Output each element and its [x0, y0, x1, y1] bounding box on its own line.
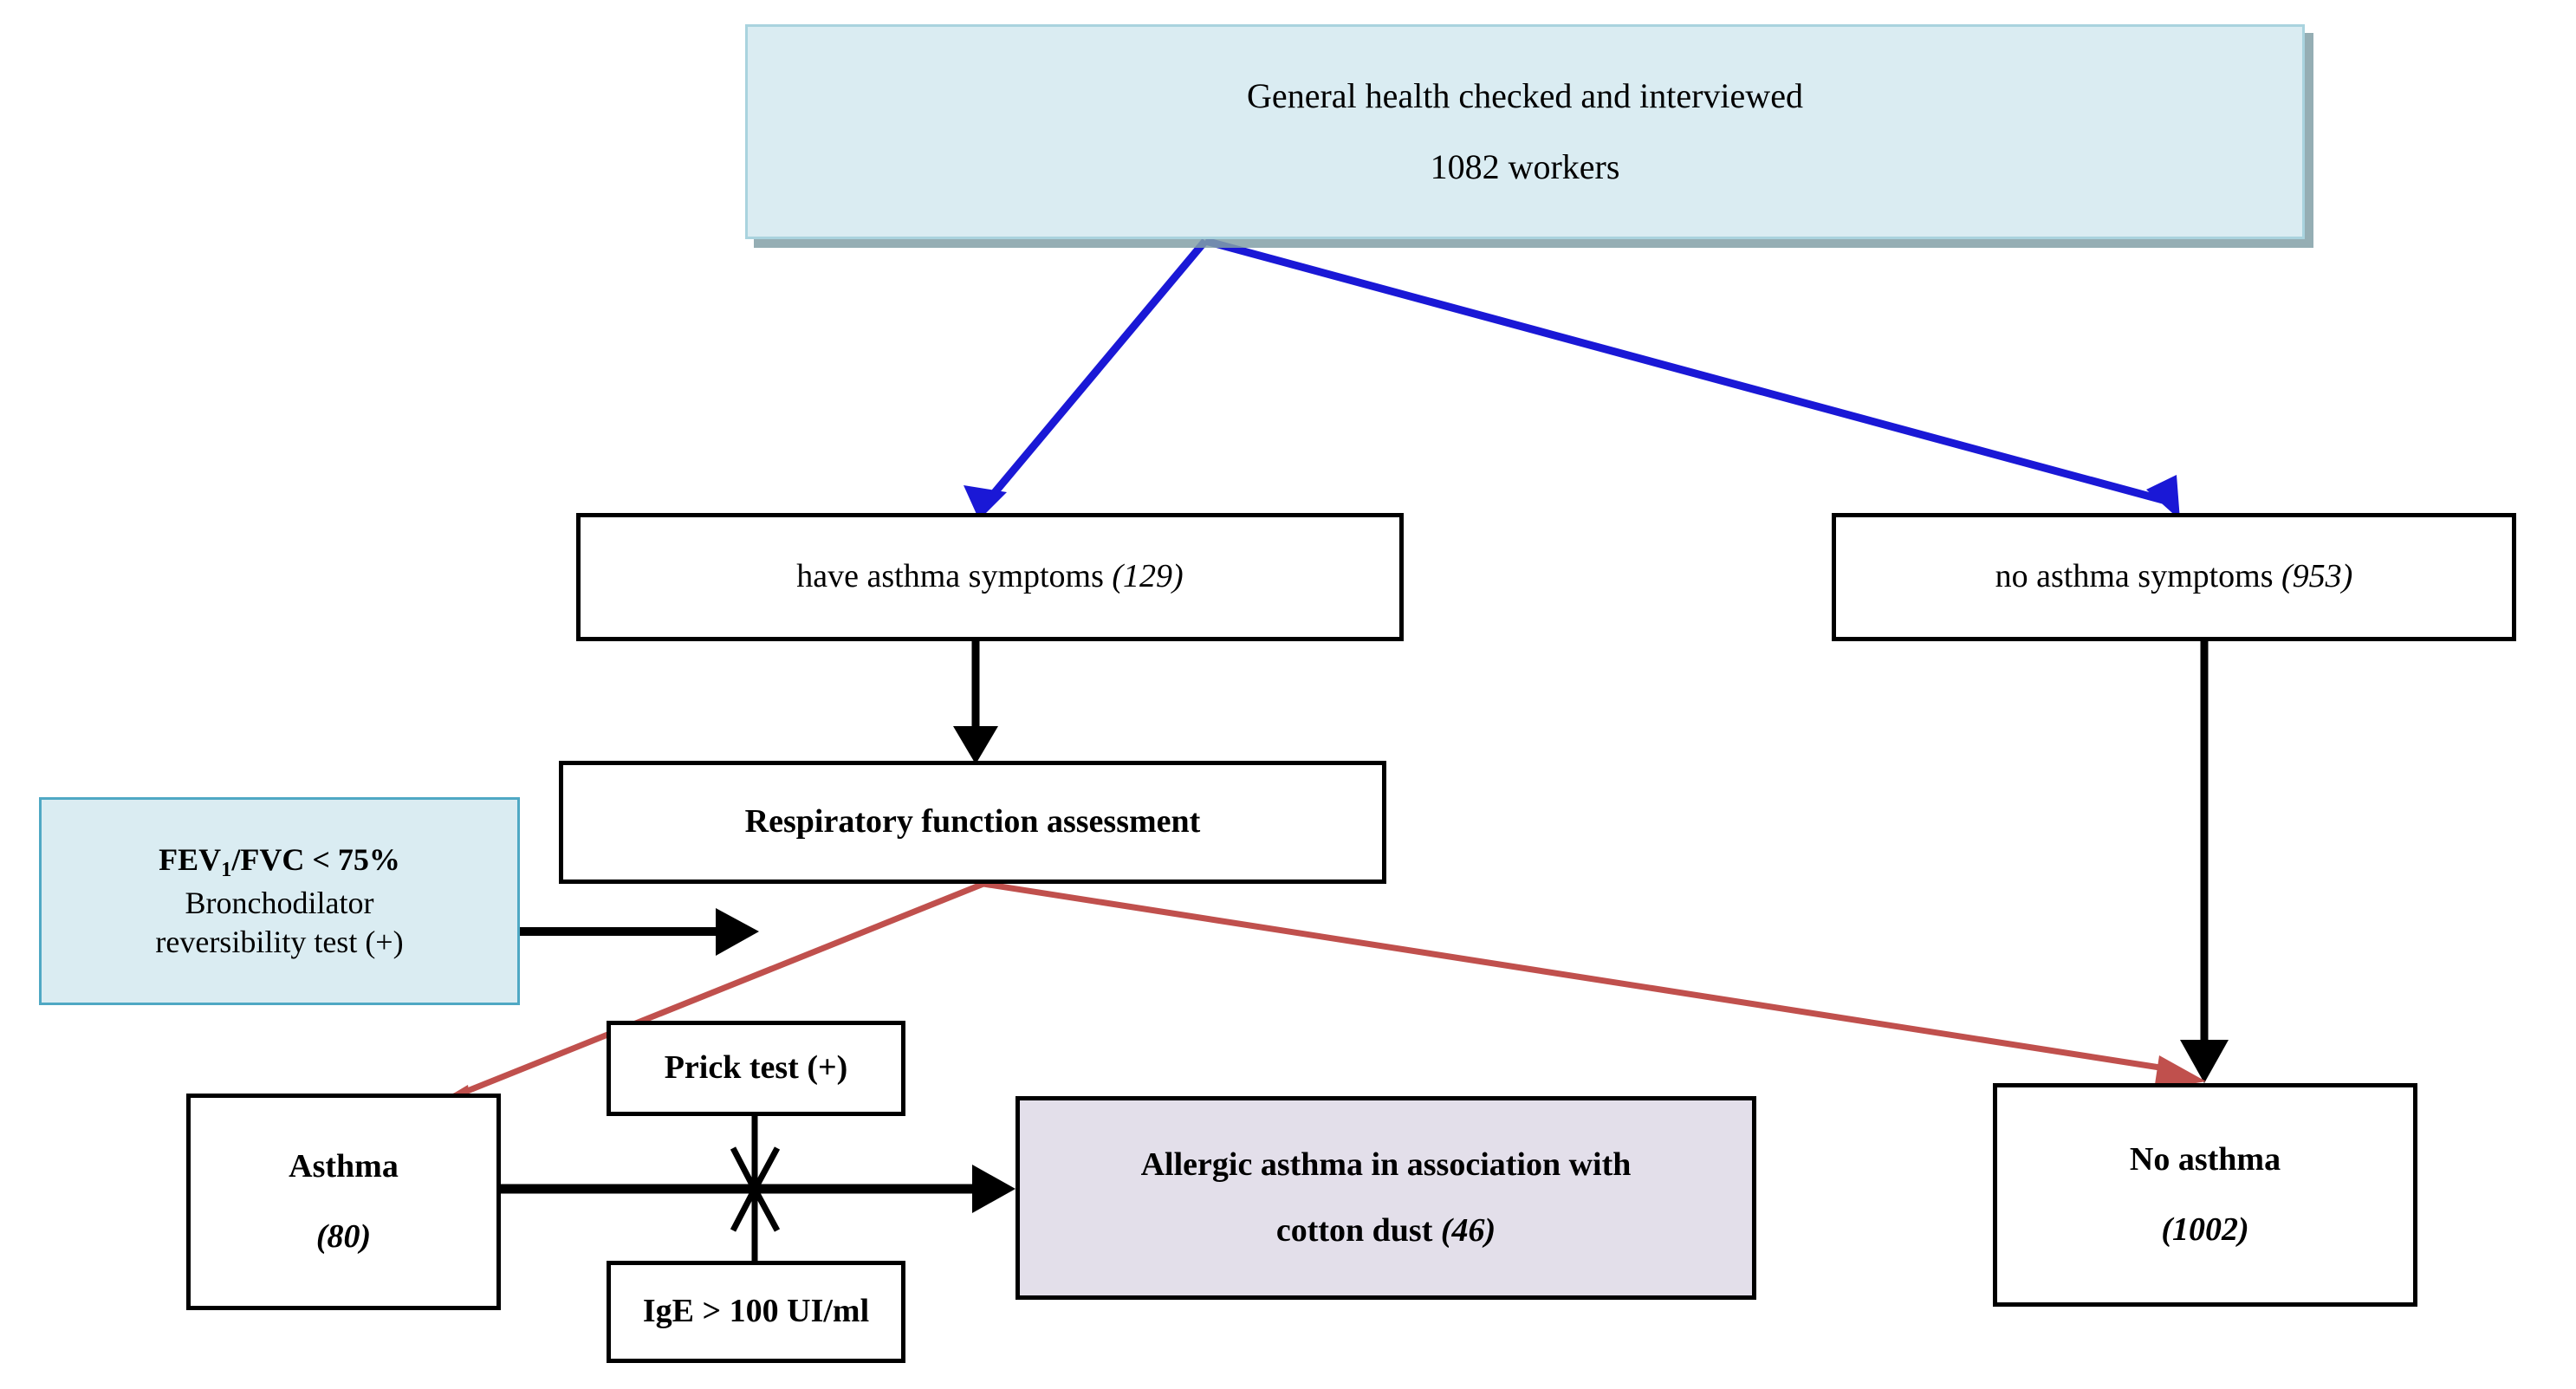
prick-test-label: Prick test (+) — [664, 1049, 848, 1087]
no-asthma-symptoms-count: (953) — [2281, 558, 2353, 595]
allergic-asthma-line-1: Allergic asthma in association with — [1140, 1146, 1632, 1183]
no-asthma-count: (1002) — [2161, 1211, 2249, 1248]
node-have-asthma-symptoms: have asthma symptoms (129) — [576, 513, 1404, 641]
respiratory-function-assessment-label: Respiratory function assessment — [744, 803, 1201, 841]
edge-no-symptoms-to-no-asthma — [2180, 641, 2229, 1083]
banner-line-2: 1082 workers — [1430, 147, 1620, 186]
no-asthma-symptoms-label: no asthma symptoms — [1995, 558, 2274, 595]
node-asthma: Asthma (80) — [186, 1094, 501, 1310]
edge-criteria-to-respiratory-path — [520, 908, 759, 956]
no-asthma-symptoms-text: no asthma symptoms (953) — [1995, 556, 2353, 598]
edge-prick-test-to-junction — [730, 1115, 781, 1197]
edge-banner-to-have-symptoms — [964, 238, 1209, 520]
criteria-line-3: reversibility test (+) — [155, 924, 404, 959]
criteria-line-2: Bronchodilator — [185, 885, 374, 920]
allergic-asthma-count: (46) — [1440, 1211, 1496, 1249]
node-no-asthma-symptoms: no asthma symptoms (953) — [1832, 513, 2516, 641]
node-respiratory-function-assessment: Respiratory function assessment — [559, 761, 1386, 884]
have-asthma-symptoms-text: have asthma symptoms (129) — [796, 556, 1183, 598]
have-asthma-symptoms-label: have asthma symptoms — [796, 558, 1104, 595]
criteria-fev-suffix: /FVC < 75% — [231, 842, 400, 878]
asthma-count: (80) — [315, 1218, 372, 1255]
node-criteria-callout: FEV1/FVC < 75% Bronchodilator reversibil… — [39, 797, 520, 1005]
have-asthma-symptoms-count: (129) — [1112, 558, 1184, 595]
allergic-asthma-label: cotton dust — [1275, 1211, 1433, 1249]
ige-threshold-label: IgE > 100 UI/ml — [642, 1293, 870, 1330]
no-asthma-label: No asthma — [2129, 1140, 2281, 1178]
criteria-fev-prefix: FEV — [159, 842, 222, 878]
node-allergic-asthma: Allergic asthma in association with cott… — [1015, 1096, 1756, 1300]
criteria-line-1: FEV1/FVC < 75% — [159, 841, 400, 883]
edge-asthma-to-allergic-asthma — [501, 1165, 1015, 1213]
edge-respiratory-to-no-asthma — [983, 880, 2206, 1090]
node-no-asthma: No asthma (1002) — [1993, 1083, 2417, 1307]
node-ige-threshold: IgE > 100 UI/ml — [607, 1261, 905, 1363]
node-banner: General health checked and interviewed 1… — [745, 24, 2305, 239]
edge-have-symptoms-to-respiratory — [953, 641, 998, 764]
allergic-asthma-line-2: cotton dust (46) — [1276, 1211, 1496, 1252]
edge-banner-to-no-symptoms — [1204, 237, 2180, 520]
banner-line-1: General health checked and interviewed — [1247, 76, 1803, 115]
edge-ige-to-junction — [730, 1182, 781, 1262]
asthma-label: Asthma — [289, 1147, 399, 1185]
criteria-fev-subscript: 1 — [221, 858, 232, 882]
node-prick-test: Prick test (+) — [607, 1021, 905, 1116]
